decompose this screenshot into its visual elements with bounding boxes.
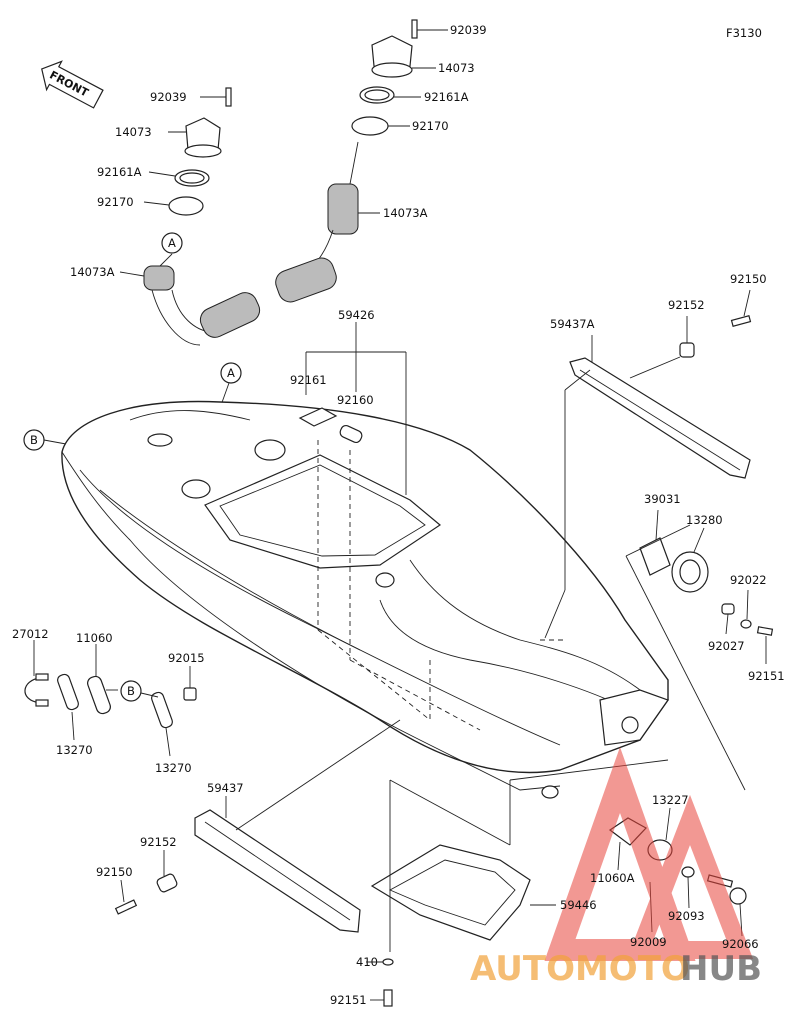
label-92039-top: 92039 bbox=[450, 23, 487, 37]
group-27012 bbox=[24, 640, 197, 757]
label-92150-left: 92150 bbox=[96, 865, 133, 879]
label-92170-top: 92170 bbox=[412, 119, 449, 133]
label-92151-right: 92151 bbox=[748, 669, 785, 683]
svg-text:A: A bbox=[227, 366, 235, 380]
label-59426: 59426 bbox=[338, 308, 375, 322]
label-59446: 59446 bbox=[560, 898, 597, 912]
label-92170-left: 92170 bbox=[97, 195, 134, 209]
svg-text:HUB: HUB bbox=[680, 949, 762, 989]
label-11060: 11060 bbox=[76, 631, 113, 645]
label-27012: 27012 bbox=[12, 627, 49, 641]
label-92066: 92066 bbox=[722, 937, 759, 951]
rail-59437a bbox=[544, 289, 752, 639]
intake-duct-left bbox=[119, 87, 261, 346]
svg-text:B: B bbox=[127, 684, 135, 698]
watermark-logo bbox=[544, 746, 754, 961]
label-14073a-right: 14073A bbox=[383, 206, 428, 220]
watermark-text: AUTOMOTO HUB bbox=[470, 949, 762, 989]
label-92161: 92161 bbox=[290, 373, 327, 387]
label-13270-mid: 13270 bbox=[155, 761, 192, 775]
label-92151-bottom: 92151 bbox=[330, 993, 367, 1007]
label-92161a-top: 92161A bbox=[424, 90, 469, 104]
label-92150-top: 92150 bbox=[730, 272, 767, 286]
label-92160: 92160 bbox=[337, 393, 374, 407]
front-arrow-icon: FRONT bbox=[41, 60, 104, 109]
label-92027: 92027 bbox=[708, 639, 745, 653]
callout-b-left: B bbox=[23, 429, 67, 451]
callout-b-bottom: B bbox=[120, 680, 159, 702]
callout-a-top: A bbox=[161, 232, 183, 254]
label-59437: 59437 bbox=[207, 781, 244, 795]
label-14073a-left: 14073A bbox=[70, 265, 115, 279]
hull-body bbox=[61, 400, 669, 799]
svg-text:AUTOMOTO: AUTOMOTO bbox=[470, 949, 690, 989]
label-92022: 92022 bbox=[730, 573, 767, 587]
label-92152-top: 92152 bbox=[668, 298, 705, 312]
label-92093: 92093 bbox=[668, 909, 705, 923]
label-13270-left: 13270 bbox=[56, 743, 93, 757]
svg-text:B: B bbox=[30, 433, 38, 447]
intake-duct-right bbox=[275, 19, 448, 303]
label-13227: 13227 bbox=[652, 793, 689, 807]
figure-code: F3130 bbox=[726, 26, 762, 40]
label-11060a: 11060A bbox=[590, 871, 635, 885]
label-92039-left: 92039 bbox=[150, 90, 187, 104]
label-92015: 92015 bbox=[168, 651, 205, 665]
label-92009: 92009 bbox=[630, 935, 667, 949]
label-92161a-left: 92161A bbox=[97, 165, 142, 179]
group-39031-13280 bbox=[625, 509, 774, 791]
svg-text:A: A bbox=[168, 236, 176, 250]
label-14073-left: 14073 bbox=[115, 125, 152, 139]
label-59437a: 59437A bbox=[550, 317, 595, 331]
label-13280: 13280 bbox=[686, 513, 723, 527]
label-14073-top: 14073 bbox=[438, 61, 475, 75]
hidden-lines bbox=[317, 440, 565, 731]
label-39031: 39031 bbox=[644, 492, 681, 506]
rail-59437 bbox=[114, 719, 401, 933]
label-92152-left: 92152 bbox=[140, 835, 177, 849]
part-labels: 92039 14073 92161A 92170 14073A 92039 14… bbox=[12, 23, 785, 1007]
label-group-59426 bbox=[298, 322, 407, 495]
plate-59446 bbox=[370, 779, 556, 1007]
